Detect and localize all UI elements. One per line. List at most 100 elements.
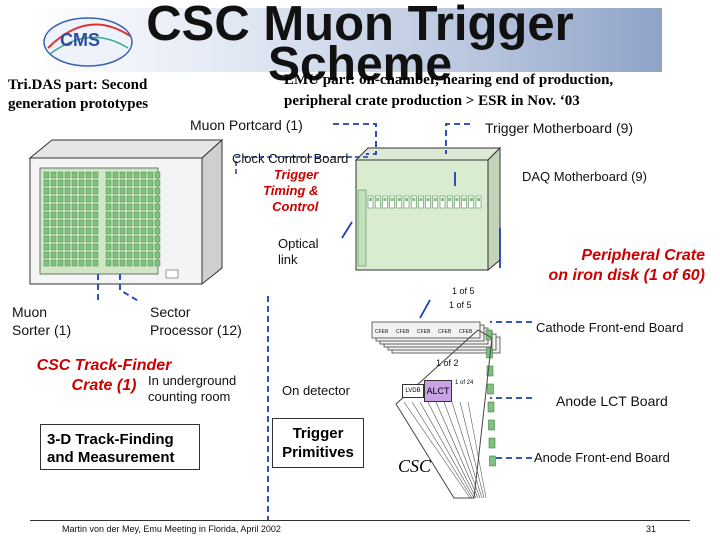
track-finder-slot <box>64 251 71 259</box>
track-finder-slot <box>50 243 57 251</box>
track-finder-slot <box>43 227 50 235</box>
track-finder-slot <box>71 171 78 179</box>
peripheral-crate-slot <box>396 195 403 209</box>
track-finder-slot <box>126 203 133 211</box>
label-muon-sorter-line2: Sorter (1) <box>12 322 72 338</box>
label-underground: In underground counting room <box>148 373 236 405</box>
track-finder-slot <box>92 235 99 243</box>
track-finder-slot <box>133 259 140 267</box>
chamber-edge-line <box>419 401 475 499</box>
emu-note-line2: peripheral crate production > ESR in Nov… <box>284 93 580 109</box>
track-finder-slot <box>154 187 161 195</box>
track-finder-crate-drawing <box>28 138 224 286</box>
track-finder-slot <box>140 187 147 195</box>
track-finder-slot <box>78 179 85 187</box>
track-finder-slot <box>64 211 71 219</box>
peripheral-crate-drawing <box>354 146 502 272</box>
track-finder-slot <box>140 251 147 259</box>
track-finder-slot <box>105 259 112 267</box>
track-finder-slot <box>133 211 140 219</box>
track-finder-slot <box>105 187 112 195</box>
track-finder-slot <box>57 179 64 187</box>
track-finder-slot <box>105 179 112 187</box>
track-finder-slot <box>147 203 154 211</box>
track-finder-slot <box>92 243 99 251</box>
track-finder-slot <box>64 243 71 251</box>
track-finder-slot <box>133 235 140 243</box>
chamber-connector <box>486 365 494 377</box>
page-title: CSC Muon Trigger <box>146 0 574 51</box>
track-finder-slot <box>92 259 99 267</box>
label-one-of-5b: 1 of 5 <box>449 300 472 310</box>
track-finder-slot <box>105 227 112 235</box>
peripheral-crate-slot <box>432 195 439 209</box>
track-finder-slot <box>64 259 71 267</box>
track-finder-slot <box>133 171 140 179</box>
peripheral-crate-slots <box>357 189 482 267</box>
track-finder-slot <box>85 227 92 235</box>
alct-label: ALCT <box>426 386 450 396</box>
label-sector-processor: Sector Processor (12) <box>150 303 242 339</box>
track-finder-slot <box>147 211 154 219</box>
peripheral-crate-led <box>369 198 372 201</box>
peripheral-crate-slot <box>418 195 424 209</box>
track-finder-slot <box>112 195 119 203</box>
label-trigger-motherboard: Trigger Motherboard (9) <box>485 120 634 136</box>
track-finder-slot <box>119 219 126 227</box>
box-trigger-primitives-line1: Trigger <box>292 425 344 442</box>
track-finder-slot <box>92 219 99 227</box>
track-finder-slot <box>126 251 133 259</box>
peripheral-crate-led <box>426 198 430 201</box>
track-finder-slot <box>154 235 161 243</box>
label-on-detector: On detector <box>282 383 350 398</box>
peripheral-crate-led <box>448 198 452 201</box>
track-finder-slot <box>92 203 99 211</box>
label-ttc-line3: Control <box>272 199 319 214</box>
track-finder-slot <box>126 219 133 227</box>
track-finder-slot <box>119 211 126 219</box>
track-finder-slot <box>85 251 92 259</box>
track-finder-slot <box>119 179 126 187</box>
track-finder-slot <box>126 235 133 243</box>
track-finder-slot <box>112 219 119 227</box>
track-finder-slot <box>78 219 85 227</box>
track-finder-slot <box>78 187 85 195</box>
label-track-finder-crate-line1: CSC Track-Finder <box>36 357 172 374</box>
track-finder-slot <box>71 227 78 235</box>
track-finder-slot <box>105 219 112 227</box>
track-finder-slot <box>154 195 161 203</box>
chamber-connector <box>489 455 496 467</box>
track-finder-slot <box>78 251 85 259</box>
track-finder-slot <box>147 219 154 227</box>
footer-rule <box>30 520 690 521</box>
line-sector-processor <box>119 274 141 303</box>
track-finder-slot <box>57 195 64 203</box>
track-finder-slot <box>92 195 99 203</box>
peripheral-crate-slot <box>410 195 417 209</box>
track-finder-slot <box>147 243 154 251</box>
track-finder-slot <box>112 187 119 195</box>
track-finder-slot <box>147 227 154 235</box>
track-finder-slot <box>85 179 92 187</box>
track-finder-slot <box>85 259 92 267</box>
track-finder-slot <box>147 171 154 179</box>
track-finder-slot <box>147 251 154 259</box>
track-finder-slot <box>85 235 92 243</box>
track-finder-slot <box>105 171 112 179</box>
track-finder-slot <box>140 211 147 219</box>
peripheral-crate-slot <box>425 195 431 209</box>
cfeb-board-layer <box>371 321 481 339</box>
track-finder-slot <box>78 203 85 211</box>
track-finder-slot <box>140 219 147 227</box>
peripheral-crate-slot <box>454 195 460 209</box>
label-anode-lct: Anode LCT Board <box>556 393 668 409</box>
peripheral-crate-led <box>455 198 459 201</box>
track-finder-slot <box>78 243 85 251</box>
alct-box: ALCT <box>424 380 452 402</box>
track-finder-slot <box>126 243 133 251</box>
track-finder-slot <box>85 187 92 195</box>
track-finder-slot <box>64 203 71 211</box>
track-finder-slot <box>133 203 140 211</box>
chamber-edge-line <box>443 401 481 499</box>
